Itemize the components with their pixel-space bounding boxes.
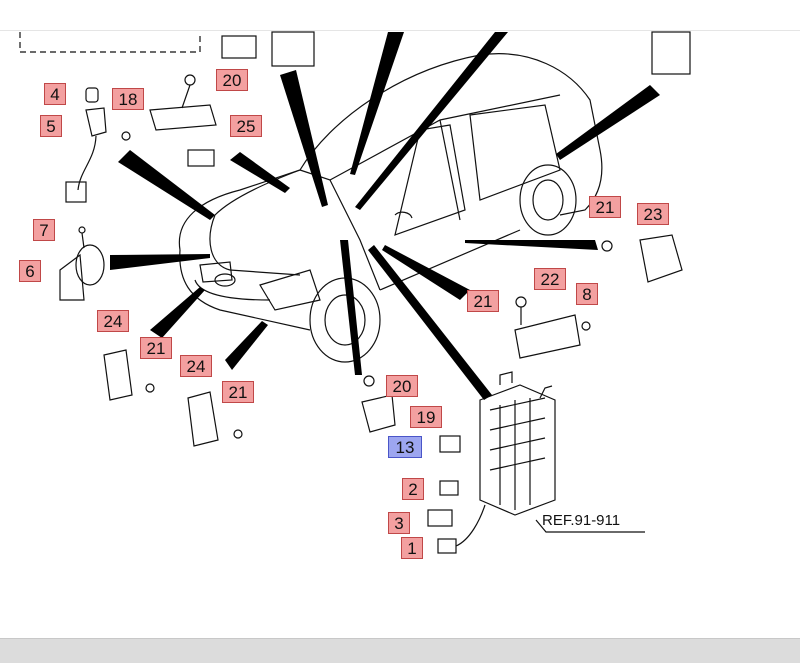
sensor-24a: [103, 349, 133, 401]
callout-8: 8: [576, 283, 598, 305]
part-25: [149, 104, 217, 131]
callout-2: 2: [402, 478, 424, 500]
callout-4: 4: [44, 83, 66, 105]
front-wheel: [309, 277, 381, 363]
relay-3: [427, 509, 453, 527]
callout-24-left: 24: [97, 310, 129, 332]
ref-leader: [535, 519, 645, 533]
car-outline: [178, 53, 603, 363]
relay-2: [439, 480, 459, 496]
callout-22: 22: [534, 268, 566, 290]
leader-wedges: [110, 32, 660, 400]
callout-24-mid: 24: [180, 355, 212, 377]
callout-19: 19: [410, 406, 442, 428]
callout-21-left: 21: [140, 337, 172, 359]
airbag-module-22: [514, 314, 581, 359]
reference-label: REF.91-911: [542, 512, 621, 529]
callout-21-right: 21: [589, 196, 621, 218]
horn-6: [75, 244, 105, 286]
callout-20-top: 20: [216, 69, 248, 91]
top-divider: [0, 30, 800, 31]
callout-23: 23: [637, 203, 669, 225]
callout-21-mid: 21: [222, 381, 254, 403]
part-7: [78, 226, 86, 234]
part-5: [85, 107, 107, 137]
callout-1: 1: [401, 537, 423, 559]
bottom-scrollbar[interactable]: [0, 638, 800, 663]
bolt-21-module: [515, 296, 527, 308]
sensor-23: [639, 234, 683, 283]
nut-8: [581, 321, 591, 331]
top-connector-part: [221, 35, 257, 59]
dashed-detail-box: [19, 32, 201, 53]
bolt-20-lower: [363, 375, 375, 387]
callout-13: 13: [388, 436, 422, 458]
part-4: [85, 87, 99, 103]
callout-20-lower: 20: [386, 375, 418, 397]
callout-5: 5: [40, 115, 62, 137]
callout-18: 18: [112, 88, 144, 110]
callout-21-module: 21: [467, 290, 499, 312]
rear-wheel: [519, 164, 577, 236]
part-5-connector: [65, 181, 87, 203]
callout-25: 25: [230, 115, 262, 137]
relay-13: [439, 435, 461, 453]
part-25-connector: [187, 149, 215, 167]
bolt-21-right: [601, 240, 613, 252]
relay-1: [437, 538, 457, 554]
top-module-part: [271, 31, 315, 67]
callout-6: 6: [19, 260, 41, 282]
sensor-24b: [187, 391, 219, 447]
top-right-part: [651, 31, 691, 75]
callout-7: 7: [33, 219, 55, 241]
part-19: [361, 394, 396, 433]
part-18: [121, 131, 131, 141]
junction-box: [479, 371, 556, 516]
callout-3: 3: [388, 512, 410, 534]
bolt-20-top: [184, 74, 196, 86]
